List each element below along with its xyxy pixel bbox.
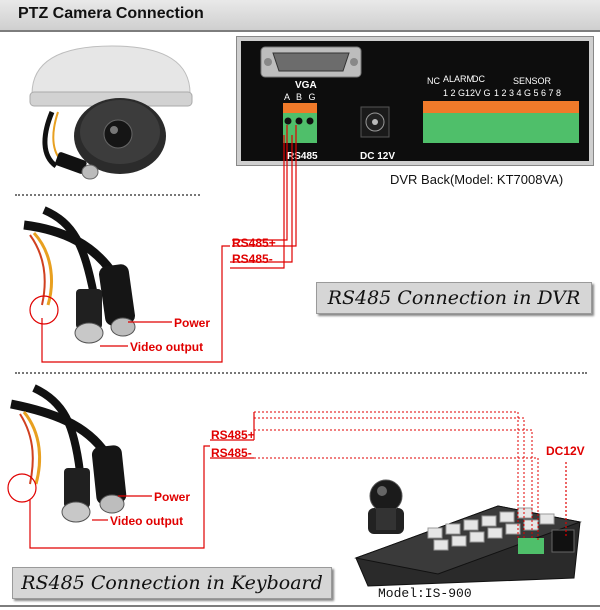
dome-camera-image (29, 45, 193, 180)
video-output-label-1: Video output (130, 340, 204, 354)
nc-label: NC (427, 76, 440, 86)
keyboard-model-label: Model:IS-900 (378, 586, 472, 601)
vga-pin-labels: A B G (284, 92, 318, 102)
divider-dotted (15, 372, 587, 374)
video-output-label-2: Video output (110, 514, 184, 528)
vga-label: VGA (295, 80, 317, 91)
rs485-port-label: RS485 (287, 151, 318, 162)
alarm-pin-labels: 1 2 G12V G (443, 88, 491, 98)
dvr-caption: DVR Back(Model: KT7008VA) (390, 172, 564, 187)
alarm-label: ALARM (443, 74, 475, 84)
page-title: PTZ Camera Connection (18, 5, 204, 22)
rs485-plus-label-1: RS485+ (232, 236, 276, 250)
keyboard-controller-image (354, 479, 582, 587)
camera-cable-image-2 (10, 384, 127, 523)
dc12v-label: DC12V (546, 444, 585, 458)
dvr-connectors (260, 46, 579, 143)
header-divider (0, 30, 600, 32)
footer-divider (0, 605, 600, 607)
sensor-pin-labels: 1 2 3 4 G 5 6 7 8 (494, 88, 562, 98)
power-label-1: Power (174, 316, 211, 330)
dc-power-label: DC 12V (360, 151, 396, 162)
dc-small-label: DC (472, 74, 485, 84)
divider-dotted (15, 194, 200, 196)
rs485-plus-label-2: RS485+ (211, 428, 255, 442)
power-label-2: Power (154, 490, 191, 504)
rs485-minus-label-2: RS485- (211, 446, 252, 460)
banner-rs485-keyboard: RS485 Connection in Keyboard (12, 567, 332, 599)
sensor-label: SENSOR (513, 76, 552, 86)
rs485-minus-label-1: RS485- (232, 252, 273, 266)
banner-rs485-dvr: RS485 Connection in DVR (316, 282, 592, 314)
